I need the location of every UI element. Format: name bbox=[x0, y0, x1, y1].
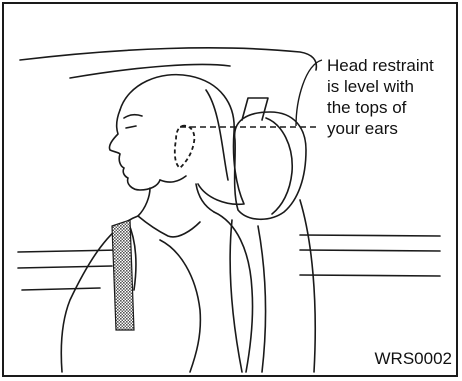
callout-line: Head restraint bbox=[327, 55, 459, 76]
roof-line bbox=[20, 48, 316, 70]
door-trim-line bbox=[18, 266, 112, 268]
figure-code: WRS0002 bbox=[375, 349, 452, 369]
hair-inner bbox=[206, 90, 228, 180]
callout-text: Head restraint is level with the tops of… bbox=[327, 55, 459, 139]
callout-leader-line bbox=[296, 60, 322, 126]
door-trim-line bbox=[300, 275, 440, 276]
seatback-seam bbox=[258, 226, 265, 372]
arm bbox=[160, 240, 200, 372]
door-trim-line bbox=[18, 250, 120, 252]
callout-line: your ears bbox=[327, 118, 459, 139]
callout-line: is level with bbox=[327, 76, 459, 97]
seatbelt bbox=[112, 220, 134, 330]
head-restraint-inner bbox=[266, 118, 292, 214]
shoulder-back bbox=[214, 212, 253, 372]
callout-line: the tops of bbox=[327, 97, 459, 118]
face-profile bbox=[109, 110, 160, 190]
door-trim-line bbox=[22, 288, 100, 290]
door-trim-line bbox=[300, 235, 440, 236]
jaw bbox=[160, 176, 186, 182]
neck bbox=[138, 188, 150, 216]
ear-dashed-outline bbox=[175, 126, 195, 168]
door-trim-line bbox=[300, 250, 440, 251]
seatback-edge bbox=[300, 200, 315, 372]
eye bbox=[126, 126, 136, 128]
neck-back bbox=[196, 184, 214, 212]
hair bbox=[120, 75, 244, 205]
head-restraint bbox=[235, 112, 306, 219]
roof-line-lower bbox=[70, 65, 230, 79]
collar bbox=[138, 216, 200, 237]
eyebrow bbox=[124, 115, 142, 118]
seatback bbox=[230, 220, 242, 372]
